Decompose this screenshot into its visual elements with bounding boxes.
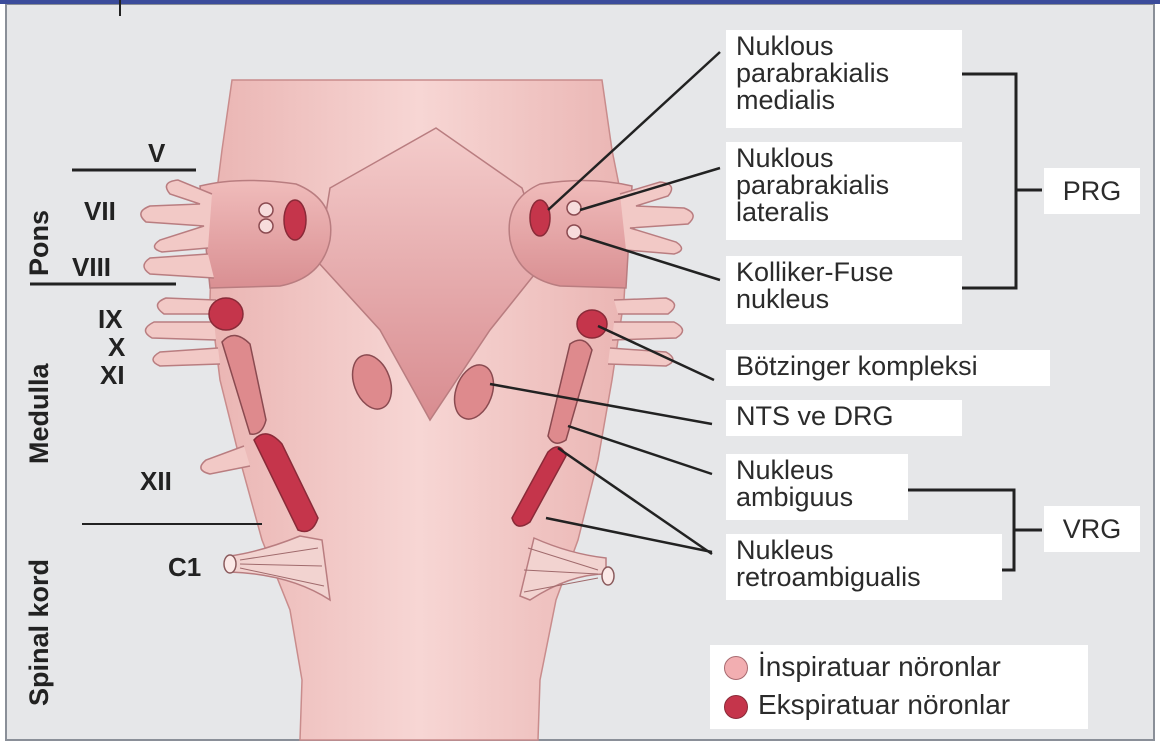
label-npb-lateralis: Nuklous parabrakialis lateralis xyxy=(726,142,962,240)
legend-expiratory-label: Ekspiratuar nöronlar xyxy=(758,689,1010,721)
left-nerve-viii xyxy=(144,254,214,278)
legend-inspiratory-swatch xyxy=(724,656,748,680)
region-medulla: Medulla xyxy=(24,363,55,464)
legend-inspiratory-label: İnspiratuar nöronlar xyxy=(758,651,1001,683)
level-xii: XII xyxy=(140,466,172,497)
label-line: Nuklous xyxy=(736,33,952,60)
label-line: Kolliker-Fuse xyxy=(736,259,952,286)
left-pons-lobe xyxy=(200,180,331,288)
group-vrg: VRG xyxy=(1044,506,1140,552)
right-nerve-vii xyxy=(620,182,693,254)
label-line: parabrakialis xyxy=(736,172,952,199)
label-kolliker-fuse: Kolliker-Fuse nukleus xyxy=(726,256,962,324)
right-npbl-lower xyxy=(567,225,581,239)
left-c1-ganglion xyxy=(224,555,236,573)
left-npbl-upper xyxy=(259,203,273,217)
label-line: Nuklous xyxy=(736,145,952,172)
label-line: lateralis xyxy=(736,199,952,226)
label-line: Nukleus xyxy=(736,457,898,484)
level-c1: C1 xyxy=(168,552,201,583)
right-npbm xyxy=(530,200,550,236)
left-nerve-xi xyxy=(153,348,220,366)
label-line: parabrakialis xyxy=(736,60,952,87)
right-nerve-ix xyxy=(614,298,675,314)
level-viii: VIII xyxy=(72,252,111,283)
group-prg: PRG xyxy=(1044,168,1140,214)
label-nucleus-retroambigualis: Nukleus retroambigualis xyxy=(726,534,1002,600)
legend-expiratory-swatch xyxy=(724,695,748,719)
level-x: X xyxy=(108,332,125,363)
right-c1-ganglion xyxy=(602,567,614,585)
label-line: medialis xyxy=(736,87,952,114)
left-npbl-lower xyxy=(259,219,273,233)
left-nerve-ix xyxy=(157,298,216,314)
right-npbl-upper xyxy=(567,201,581,215)
label-line: nukleus xyxy=(736,286,952,313)
left-nerve-vii xyxy=(141,180,212,252)
region-spinal-cord: Spinal kord xyxy=(24,559,55,706)
level-vii: VII xyxy=(84,196,116,227)
level-v: V xyxy=(148,138,165,169)
left-c1-root xyxy=(230,536,330,600)
label-line: retroambigualis xyxy=(736,564,992,591)
level-ix: IX xyxy=(98,304,123,335)
legend: İnspiratuar nöronlar Ekspiratuar nöronla… xyxy=(710,645,1088,729)
label-line: ambiguus xyxy=(736,484,898,511)
region-pons: Pons xyxy=(24,210,55,276)
left-botzinger xyxy=(209,298,243,330)
label-npb-medialis: Nuklous parabrakialis medialis xyxy=(726,30,962,128)
label-nts-drg: NTS ve DRG xyxy=(726,400,962,436)
right-botzinger xyxy=(577,310,607,338)
label-nucleus-ambiguus: Nukleus ambiguus xyxy=(726,454,908,520)
left-nerve-x xyxy=(145,322,216,340)
left-npbm xyxy=(284,200,306,240)
label-botzinger: Bötzinger kompleksi xyxy=(726,350,1050,386)
label-line: Nukleus xyxy=(736,537,992,564)
level-xi: XI xyxy=(100,360,125,391)
